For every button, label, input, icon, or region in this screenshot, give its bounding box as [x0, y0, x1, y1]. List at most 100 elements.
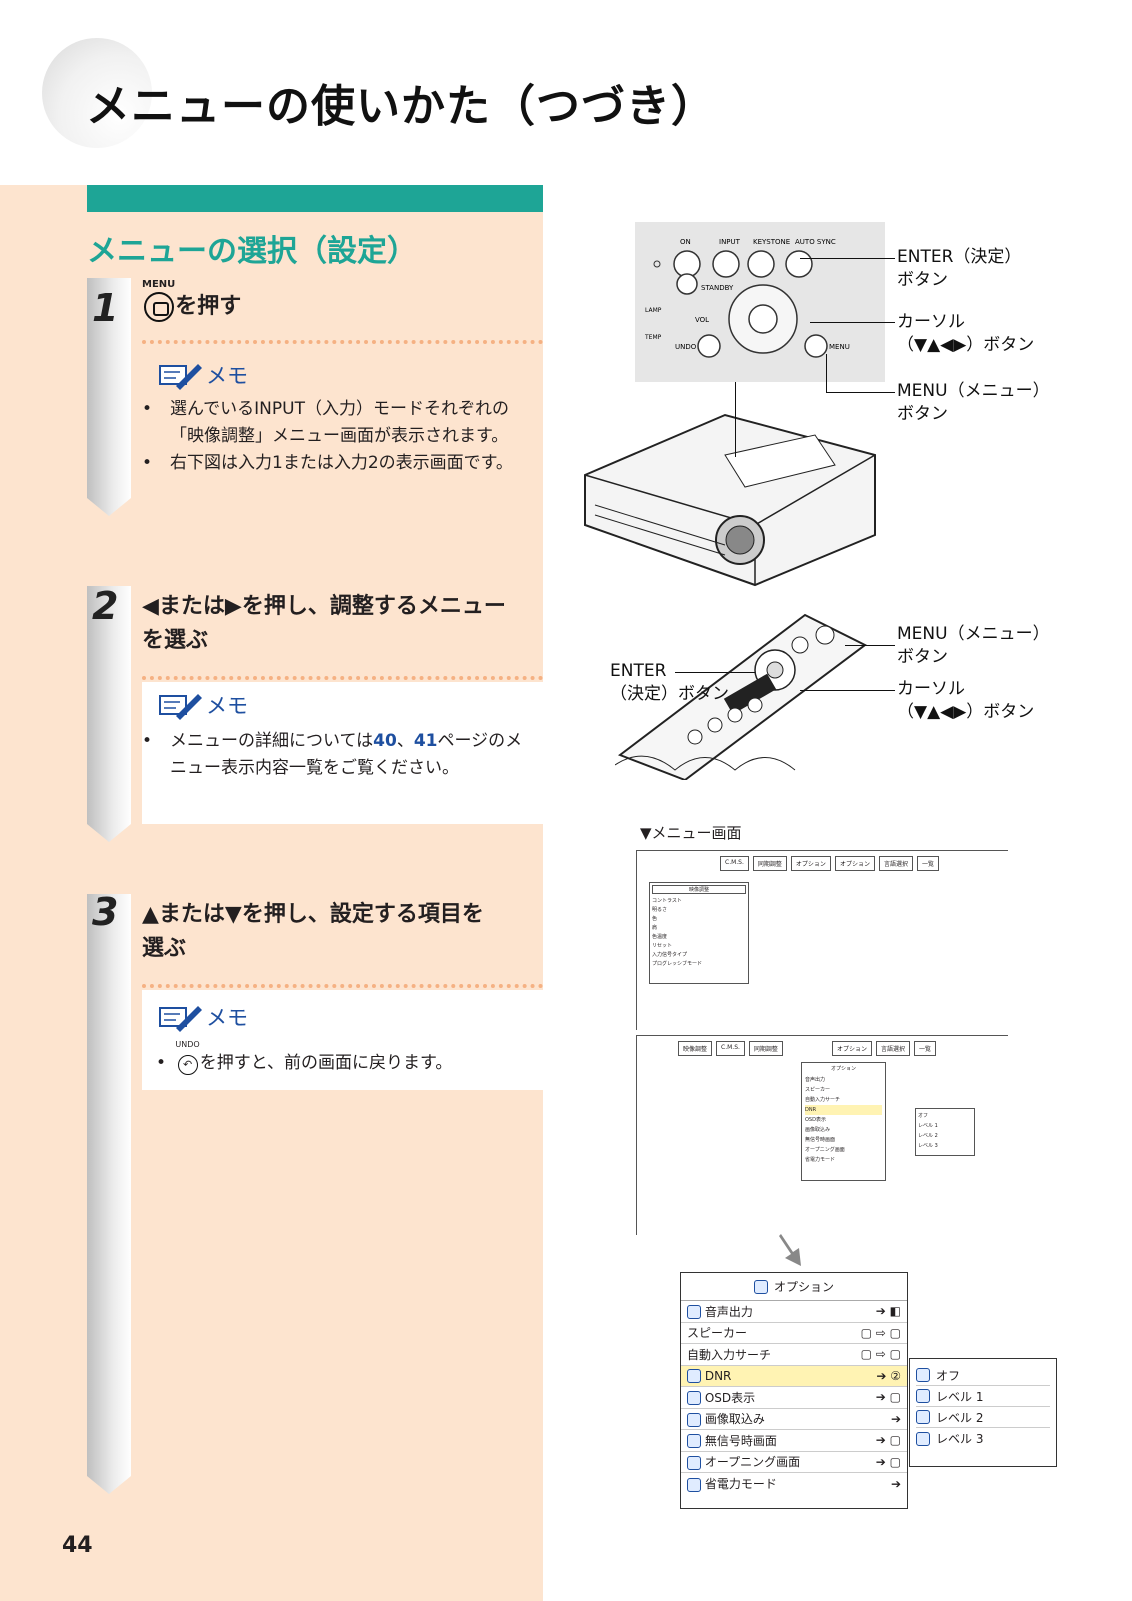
menu-screen-1-tabs: C.M.S. 同期調整 オプション オプション 言語選択 一覧 — [720, 856, 939, 871]
osd-icon — [687, 1391, 701, 1406]
menu-screen-2 — [636, 1035, 1008, 1235]
control-panel-illustration: ON INPUT KEYSTONE AUTO SYNC STANDBY LAMP… — [635, 222, 885, 382]
menu-item-opening[interactable]: オープニング画面➔ ▢ — [681, 1452, 907, 1473]
step-tab-1 — [87, 278, 131, 498]
svg-text:INPUT: INPUT — [719, 238, 741, 246]
memo-heading-1: メモ — [158, 360, 248, 390]
projector-illustration — [584, 413, 876, 587]
callout-enter-remote: ENTER（決定）ボタン — [610, 661, 729, 704]
background-icon — [687, 1434, 701, 1449]
dnr-icon — [687, 1369, 701, 1383]
step-tab-3 — [87, 894, 131, 1476]
leader-line — [826, 354, 827, 392]
svg-text:VOL: VOL — [695, 316, 709, 324]
tab-cms[interactable]: C.M.S. — [716, 1041, 745, 1056]
dnr-option-2[interactable]: レベル 2 — [916, 1407, 1050, 1428]
memo-label: メモ — [206, 694, 248, 718]
option-menu-small: オプション 音声出力 スピーカー 自動入力サーチ DNR OSD表示 画像取込み… — [801, 1062, 886, 1181]
tab-option-1[interactable]: オプション — [790, 856, 831, 871]
step-number-2: 2 — [92, 584, 119, 628]
input-button — [712, 250, 740, 278]
arrow-down-icon — [779, 1234, 801, 1266]
tab-list[interactable]: 一覧 — [913, 1041, 936, 1056]
page-link-41[interactable]: 41 — [413, 731, 438, 751]
callout-menu-top: MENU（メニュー）ボタン — [897, 381, 1050, 424]
menu-item-speaker[interactable]: スピーカー▢ ⇨ ▢ — [681, 1323, 907, 1344]
control-panel-svg: ON INPUT KEYSTONE AUTO SYNC STANDBY LAMP… — [644, 238, 850, 358]
menu-button-label: MENU — [142, 279, 176, 290]
step-1-heading: MENU を押す — [142, 280, 522, 324]
svg-text:UNDO: UNDO — [675, 343, 697, 351]
note-item: •右下図は入力1または入力2の表示画面です。 — [142, 453, 513, 473]
divider — [142, 676, 543, 680]
auto-sync-button — [785, 250, 813, 278]
leader-line — [800, 258, 895, 259]
leader-line — [800, 690, 895, 691]
callout-menu-remote: MENU（メニュー）ボタン — [897, 624, 1050, 667]
dnr-option-1[interactable]: レベル 1 — [916, 1386, 1050, 1407]
tab-list[interactable]: 一覧 — [916, 856, 939, 871]
divider — [142, 340, 543, 344]
tab-picture[interactable]: 映像調整 — [678, 1041, 713, 1056]
tab-cms[interactable]: C.M.S. — [720, 856, 749, 871]
svg-text:ON: ON — [680, 238, 691, 246]
pencil-icon — [159, 694, 202, 720]
note-box-2 — [142, 682, 543, 824]
remote-illustration — [615, 613, 867, 780]
page-number: 44 — [62, 1533, 93, 1558]
undo-label: UNDO — [175, 1040, 200, 1049]
section-bar — [87, 185, 543, 212]
step-3-heading: ▲または▼を押し、設定する項目を 選ぶ — [142, 902, 484, 961]
speaker-icon — [687, 1305, 701, 1320]
svg-text:STANDBY: STANDBY — [701, 284, 734, 292]
leader-line — [810, 322, 895, 323]
callout-enter-top: ENTER（決定）ボタン — [897, 247, 1022, 290]
callout-cursor-top: カーソル（▼▲◀▶）ボタン — [897, 312, 1035, 355]
title-decoration — [42, 38, 152, 148]
menu-item-eco[interactable]: 省電力モード➔ — [681, 1473, 907, 1495]
dnr-submenu: オフ レベル 1 レベル 2 レベル 3 — [909, 1358, 1057, 1467]
eco-icon — [687, 1477, 701, 1492]
step-tab-2 — [87, 586, 131, 824]
undo-button — [697, 334, 721, 358]
menu-item-no-signal[interactable]: 無信号時画面➔ ▢ — [681, 1430, 907, 1452]
dnr-option-3[interactable]: レベル 3 — [916, 1428, 1050, 1449]
svg-text:LAMP: LAMP — [645, 307, 662, 314]
note-item: •メニューの詳細については40、41ページのメニュー表示内容一覧をご覧ください。 — [142, 731, 523, 778]
step-2-notes: •メニューの詳細については40、41ページのメニュー表示内容一覧をご覧ください。 — [142, 728, 526, 782]
svg-text:TEMP: TEMP — [644, 334, 662, 341]
tab-option[interactable]: オプション — [831, 1041, 872, 1056]
menu-screen-caption: ▼メニュー画面 — [640, 824, 742, 842]
pencil-icon — [159, 364, 202, 390]
page-title: メニューの使いかた（つづき） — [86, 81, 716, 132]
section-title: メニューの選択（設定） — [87, 234, 417, 269]
dnr-option-off[interactable]: オフ — [916, 1365, 1050, 1386]
menu-screen-2-tabs: 映像調整 C.M.S. 同期調整 オプション 言語選択 一覧 — [678, 1041, 936, 1056]
memo-label: メモ — [206, 364, 248, 388]
menu-item-capture[interactable]: 画像取込み➔ — [681, 1409, 907, 1430]
leader-line — [826, 392, 895, 393]
tab-language[interactable]: 言語選択 — [878, 856, 913, 871]
tab-language[interactable]: 言語選択 — [875, 1041, 910, 1056]
undo-button-icon: ↶ — [177, 1055, 198, 1075]
startup-icon — [687, 1455, 701, 1470]
menu-item-osd[interactable]: OSD表示➔ ▢ — [681, 1387, 907, 1409]
standby-button — [676, 273, 698, 295]
memo-heading-3: メモ — [158, 1002, 248, 1032]
tab-option-2[interactable]: オプション — [834, 856, 875, 871]
tab-sync[interactable]: 同期調整 — [752, 856, 787, 871]
keystone-button — [747, 250, 775, 278]
on-button — [673, 250, 701, 278]
step-3-note-text: を押すと、前の画面に戻ります。 — [199, 1053, 453, 1073]
menu-item-auto-search[interactable]: 自動入力サーチ▢ ⇨ ▢ — [681, 1344, 907, 1366]
menu-button — [804, 334, 828, 358]
level-3-icon — [916, 1431, 930, 1446]
menu-item-dnr[interactable]: DNR➔ ② — [681, 1365, 907, 1387]
tab-sync[interactable]: 同期調整 — [748, 1041, 783, 1056]
menu-item-audio-output[interactable]: 音声出力➔ ◧ — [681, 1301, 907, 1323]
memo-label: メモ — [206, 1006, 248, 1030]
level-2-icon — [916, 1410, 930, 1424]
step-3-notes: • UNDO ↶ を押すと、前の画面に戻ります。 — [156, 1040, 453, 1075]
picture-menu: 映像調整 コントラスト 明るさ 色 肩 色温度 リセット 入力信号タイプ プログ… — [649, 882, 749, 984]
page-link-40[interactable]: 40 — [373, 731, 397, 751]
